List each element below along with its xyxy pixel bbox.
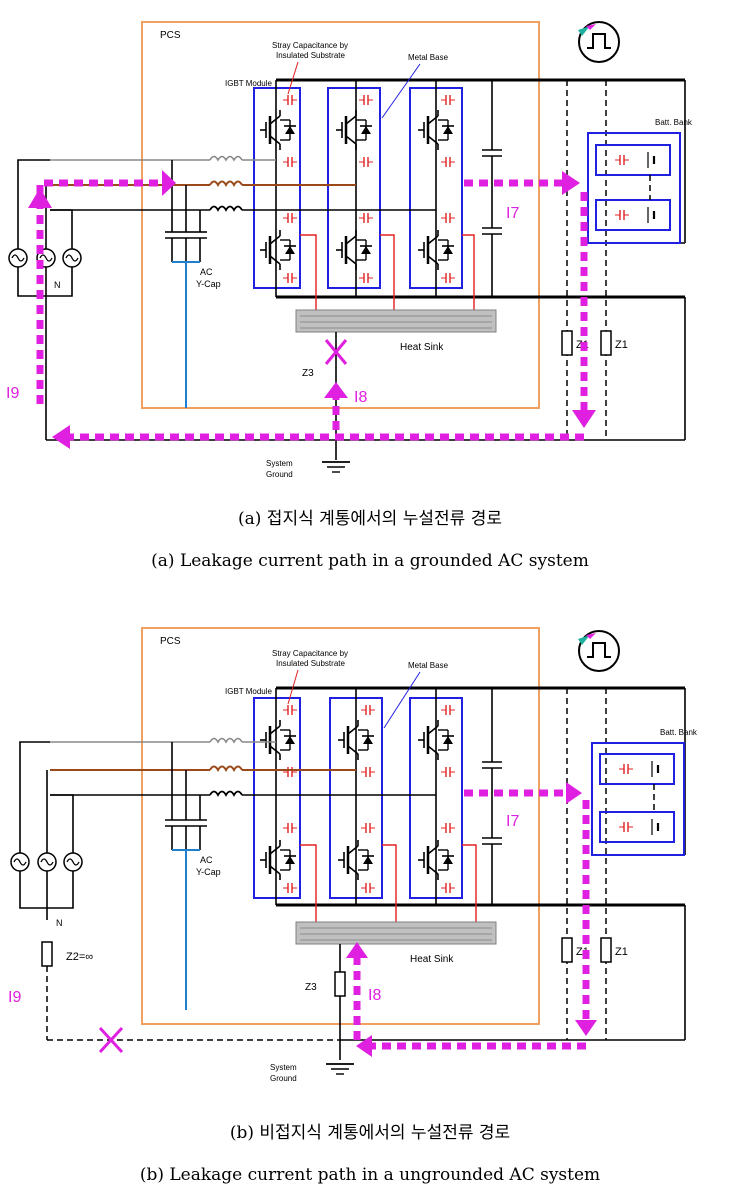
pwm-pulse-icon: [578, 630, 620, 672]
heat-sink-label: Heat Sink: [400, 342, 444, 353]
pcs-box: [141, 21, 540, 409]
leakage-path-i9-in: [36, 179, 162, 404]
pcs-label: PCS: [160, 636, 181, 647]
igbt-module-label: IGBT Module: [225, 79, 273, 88]
metal-base-label: Metal Base: [408, 53, 449, 62]
i9-label: I9: [6, 385, 19, 402]
system-ground-label-1: System: [266, 459, 293, 468]
z3-label: Z3: [305, 982, 317, 993]
i8-label: I8: [368, 987, 381, 1004]
z1-label-b: Z1: [615, 339, 628, 351]
stray-cap-label-1: Stray Capacitance by: [272, 41, 348, 50]
stray-cap-label-2: Insulated Substrate: [276, 659, 345, 668]
neutral-label: N: [56, 918, 63, 928]
igbt-module-1: [253, 697, 301, 899]
igbt-module-2: [327, 87, 381, 289]
i8-label: I8: [354, 389, 367, 406]
system-ground-label-2: Ground: [266, 470, 293, 479]
system-ground-label-1: System: [270, 1063, 297, 1072]
ac-ycap-label-2: Y-Cap: [196, 867, 221, 877]
metal-base-label: Metal Base: [408, 661, 449, 670]
batt-bank-label: Batt. Bank: [655, 118, 693, 127]
system-ground-label-2: Ground: [270, 1074, 297, 1083]
stray-cap-label-1: Stray Capacitance by: [272, 649, 348, 658]
heat-sink: [295, 921, 497, 945]
pwm-pulse-icon: [578, 21, 620, 63]
z2-label: Z2=∞: [66, 951, 93, 963]
z3-label: Z3: [302, 368, 314, 379]
caption-a-korean: (a) 접지식 계통에서의 누설전류 경로: [238, 509, 502, 529]
batt-bank-label: Batt. Bank: [660, 728, 698, 737]
caption-a-english: (a) Leakage current path in a grounded A…: [151, 551, 589, 571]
neutral-label: N: [54, 280, 61, 290]
ac-ycap-label-2: Y-Cap: [196, 279, 221, 289]
batt-bank-box: [587, 132, 681, 244]
caption-b-korean: (b) 비접지식 계통에서의 누설전류 경로: [230, 1123, 510, 1143]
ac-ycap-label-1: AC: [200, 855, 213, 865]
i7-label: I7: [506, 205, 519, 222]
igbt-module-label: IGBT Module: [225, 687, 273, 696]
heat-sink-label: Heat Sink: [410, 954, 454, 965]
z1-label-b: Z1: [615, 946, 628, 958]
panel-b-ungrounded: PCS Z1 Z1: [8, 627, 698, 1083]
heat-sink: [295, 309, 497, 333]
batt-bank-box: [591, 742, 685, 856]
i7-label: I7: [506, 813, 519, 830]
caption-b-english: (b) Leakage current path in a ungrounded…: [140, 1165, 600, 1185]
igbt-module-1: [253, 87, 301, 289]
i9-label: I9: [8, 989, 21, 1006]
stray-cap-label-2: Insulated Substrate: [276, 51, 345, 60]
pcs-label: PCS: [160, 30, 181, 41]
panel-a-grounded: PCS Z1 Z1: [6, 21, 693, 479]
ac-ycap-label-1: AC: [200, 267, 213, 277]
